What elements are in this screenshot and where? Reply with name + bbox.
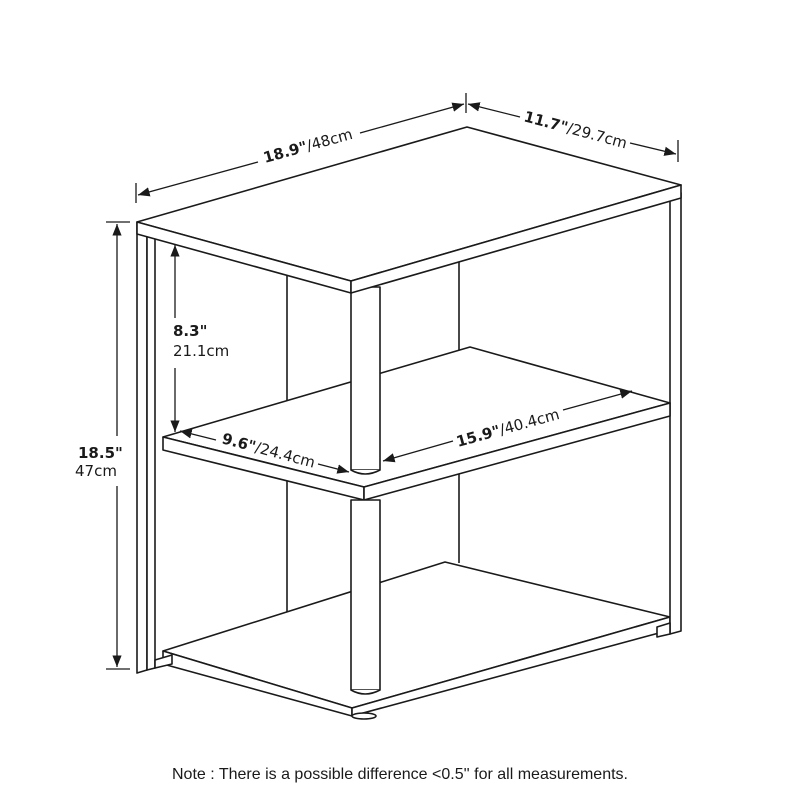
clearance-dimension: 8.3" 21.1cm bbox=[170, 245, 229, 432]
height-metric: 47cm bbox=[75, 462, 117, 480]
middle-shelf bbox=[162, 346, 671, 501]
depth-imperial: 11.7" bbox=[522, 107, 570, 136]
table-top bbox=[136, 126, 682, 294]
height-dimension: 18.5" 47cm bbox=[75, 221, 130, 670]
left-side-panel bbox=[136, 221, 173, 674]
clearance-imperial: 8.3" bbox=[173, 322, 207, 340]
width-imperial: 18.9" bbox=[261, 138, 309, 167]
clearance-metric: 21.1cm bbox=[173, 342, 229, 360]
depth-metric: /29.7cm bbox=[565, 119, 629, 152]
measurement-note: Note : There is a possible difference <0… bbox=[172, 766, 628, 783]
height-imperial: 18.5" bbox=[78, 444, 123, 462]
width-metric: /48cm bbox=[304, 125, 354, 155]
svg-text:18.9"/48cm: 18.9"/48cm bbox=[261, 125, 354, 167]
bottom-shelf bbox=[162, 561, 671, 720]
